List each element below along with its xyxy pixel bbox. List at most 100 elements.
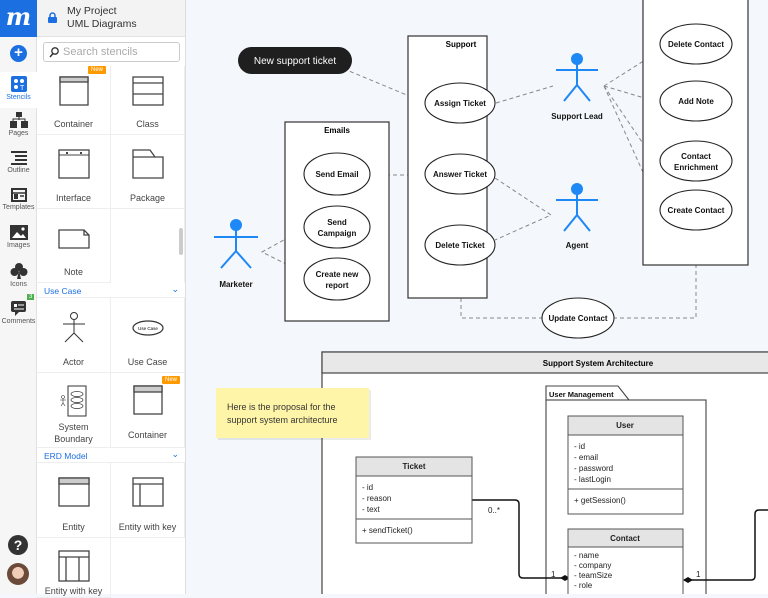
help-icon[interactable]: ? bbox=[8, 535, 28, 555]
svg-text:Contact: Contact bbox=[610, 534, 640, 543]
svg-text:Ticket: Ticket bbox=[403, 462, 426, 471]
chevron-down-icon: ⌄ bbox=[171, 449, 179, 459]
entity-key-icon bbox=[57, 550, 90, 582]
new-support-ticket-pill[interactable]: New support ticket bbox=[238, 47, 352, 74]
stencil-use-case[interactable]: Use Case Use Case bbox=[111, 298, 185, 373]
use-case-delete-contact[interactable]: Delete Contact bbox=[668, 40, 724, 49]
stencils-icon: T bbox=[10, 76, 27, 92]
entity-icon bbox=[57, 477, 90, 507]
use-case-create-contact[interactable]: Create Contact bbox=[668, 206, 725, 215]
connector bbox=[603, 49, 662, 213]
svg-text:- email: - email bbox=[574, 453, 598, 462]
avatar[interactable] bbox=[7, 563, 29, 585]
use-case-add-note[interactable]: Add Note bbox=[678, 97, 714, 106]
project-name[interactable]: My Project bbox=[67, 5, 117, 17]
rail-pages[interactable]: Pages bbox=[0, 112, 37, 137]
document-name[interactable]: UML Diagrams bbox=[67, 18, 137, 30]
connector bbox=[495, 85, 554, 104]
use-case-glyph-text: Use Case bbox=[138, 326, 158, 331]
section-erd-model[interactable]: ERD Model⌄ bbox=[37, 448, 185, 463]
use-case-update-contact[interactable]: Update Contact bbox=[548, 314, 607, 323]
association-contact-right bbox=[684, 509, 768, 581]
diagram-canvas[interactable]: New support ticket Emails Support Assign… bbox=[186, 0, 768, 594]
actor-agent-icon[interactable] bbox=[556, 183, 598, 232]
use-case-send-email[interactable]: Send Email bbox=[315, 170, 358, 179]
actor-support-lead-icon[interactable] bbox=[556, 53, 598, 102]
pages-icon bbox=[9, 112, 28, 128]
use-case-delete-ticket[interactable]: Delete Ticket bbox=[435, 241, 485, 250]
use-case-assign-ticket[interactable]: Assign Ticket bbox=[434, 99, 486, 108]
app-logo[interactable]: m bbox=[0, 0, 37, 37]
svg-text:New support ticket: New support ticket bbox=[254, 56, 336, 67]
stencil-note[interactable]: Note bbox=[37, 209, 111, 283]
composition-diamond bbox=[683, 577, 693, 583]
use-case-send-campaign[interactable]: Send bbox=[327, 218, 347, 227]
container-icon bbox=[58, 76, 89, 106]
svg-text:+ getSession(): + getSession() bbox=[574, 496, 626, 505]
use-case-icon: Use Case bbox=[131, 320, 164, 336]
class-contact[interactable]: Contact - name- company- teamSize- role bbox=[567, 528, 684, 594]
left-rail: m + T Stencils Pages Outline Templates I… bbox=[0, 0, 37, 594]
use-case-create-report[interactable]: report bbox=[325, 281, 348, 290]
svg-text:+ sendTicket(): + sendTicket() bbox=[362, 526, 413, 535]
stencil-interface[interactable]: Interface bbox=[37, 135, 111, 209]
stencil-package[interactable]: Package bbox=[111, 135, 185, 209]
use-case-send-campaign[interactable]: Campaign bbox=[318, 229, 357, 238]
package-icon bbox=[131, 149, 164, 179]
stencil-entity-with-key[interactable]: Entity with key bbox=[111, 463, 185, 538]
class-user[interactable]: User - id- email- password- lastLogin + … bbox=[567, 415, 684, 515]
svg-text:- teamSize: - teamSize bbox=[574, 571, 613, 580]
stencil-class[interactable]: Class bbox=[111, 66, 185, 135]
panel-scrollbar[interactable] bbox=[179, 228, 183, 255]
stencil-container[interactable]: New Container bbox=[37, 66, 111, 135]
svg-text:User Management: User Management bbox=[549, 390, 614, 399]
add-button[interactable]: + bbox=[10, 45, 27, 62]
stencil-actor[interactable]: Actor bbox=[37, 298, 111, 373]
multiplicity-label: 0..* bbox=[488, 506, 500, 515]
sticky-note[interactable]: Here is the proposal for the support sys… bbox=[216, 388, 371, 440]
use-case-contact-enrichment[interactable]: Enrichment bbox=[674, 163, 718, 172]
note-icon bbox=[57, 229, 90, 249]
svg-text:- id: - id bbox=[574, 442, 585, 451]
rail-stencils[interactable]: T Stencils bbox=[0, 72, 37, 108]
use-case-contact-enrichment[interactable]: Contact bbox=[681, 152, 711, 161]
contact-attr-role: - role bbox=[574, 581, 593, 590]
interface-icon bbox=[57, 149, 90, 179]
icons-icon bbox=[10, 263, 27, 279]
svg-text:- company: - company bbox=[574, 561, 611, 570]
stencil-container-2[interactable]: New Container bbox=[111, 373, 185, 448]
use-case-create-report[interactable]: Create new bbox=[316, 270, 359, 279]
rail-templates[interactable]: Templates bbox=[0, 188, 37, 211]
support-title: Support bbox=[446, 40, 477, 49]
rail-icons[interactable]: Icons bbox=[0, 262, 37, 288]
use-case-answer-ticket[interactable]: Answer Ticket bbox=[433, 170, 487, 179]
svg-text:Here is the proposal for the: Here is the proposal for the bbox=[227, 402, 336, 412]
svg-text:- name: - name bbox=[574, 551, 599, 560]
templates-icon bbox=[10, 188, 27, 202]
actor-agent-label: Agent bbox=[566, 241, 589, 250]
search-input[interactable]: Search stencils bbox=[43, 42, 180, 62]
stencil-empty bbox=[111, 209, 185, 283]
section-use-case[interactable]: Use Case⌄ bbox=[37, 283, 185, 298]
outline-icon bbox=[10, 151, 27, 165]
search-icon bbox=[49, 47, 59, 58]
actor-marketer-icon[interactable] bbox=[214, 219, 258, 269]
svg-text:- id: - id bbox=[362, 483, 373, 492]
svg-text:- password: - password bbox=[574, 464, 613, 473]
class-icon bbox=[131, 76, 164, 106]
chevron-down-icon: ⌄ bbox=[171, 284, 179, 294]
svg-text:T: T bbox=[20, 85, 25, 92]
entity-key-icon bbox=[131, 477, 164, 507]
rail-images[interactable]: Images bbox=[0, 225, 37, 249]
comments-icon bbox=[10, 301, 26, 316]
lock-icon bbox=[48, 12, 57, 23]
svg-text:- reason: - reason bbox=[362, 494, 391, 503]
stencil-entity-with-key-2[interactable]: Entity with key bbox=[37, 538, 111, 598]
rail-outline[interactable]: Outline bbox=[0, 151, 37, 174]
class-ticket[interactable]: Ticket - id- reason- text + sendTicket() bbox=[355, 456, 473, 544]
rail-comments[interactable]: Comments 3 bbox=[1, 294, 36, 325]
stencil-entity[interactable]: Entity bbox=[37, 463, 111, 538]
